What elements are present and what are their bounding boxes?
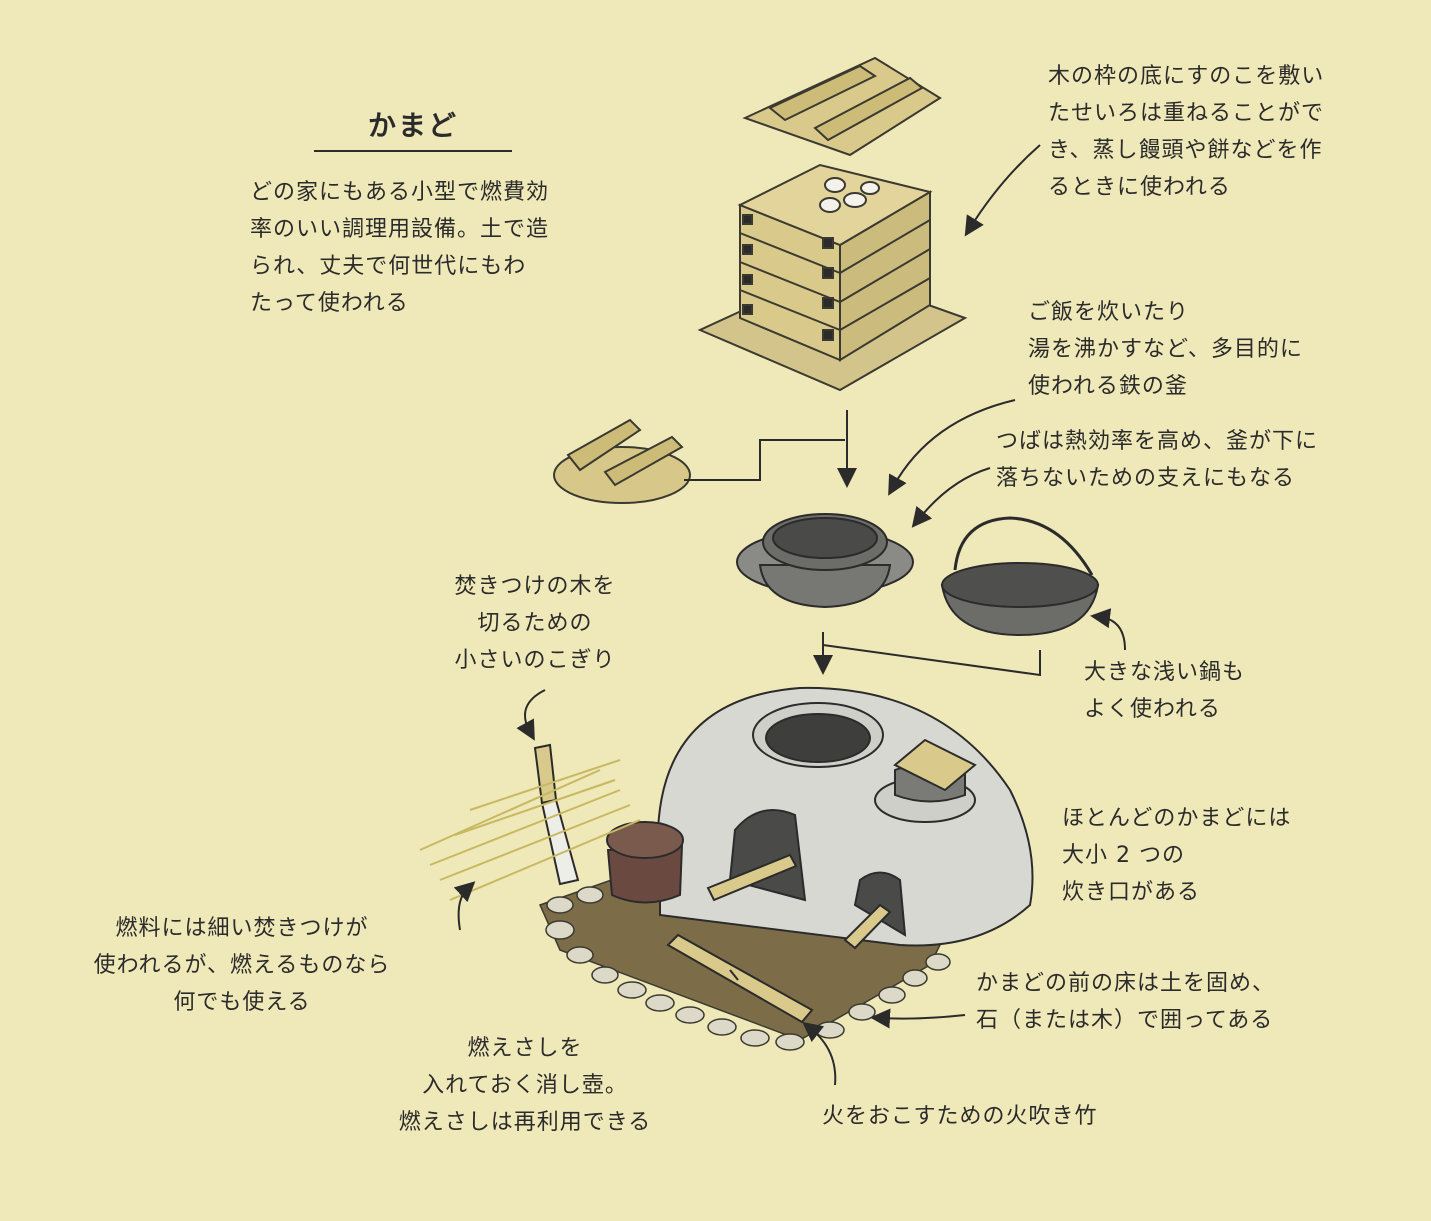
seiro-line: たせいろは重ねることがで bbox=[1048, 101, 1325, 126]
tsuba-line: つばは熱効率を高め、釜が下に bbox=[996, 429, 1319, 454]
saw-line: 切るための bbox=[477, 611, 593, 636]
fuel-annotation: 燃料には細い焚きつけが 使われるが、燃えるものなら 何でも使える bbox=[72, 910, 412, 1021]
floor-line: かまどの前の床は土を固め、 bbox=[976, 971, 1276, 996]
seiro-steamer bbox=[697, 163, 968, 392]
intro-line: られ、丈夫で何世代にもわ bbox=[250, 254, 527, 279]
nabe-line: よく使われる bbox=[1084, 697, 1221, 722]
tsuba-annotation: つばは熱効率を高め、釜が下に 落ちないための支えにもなる bbox=[996, 423, 1318, 497]
seiro-lid bbox=[742, 56, 942, 157]
floor-annotation: かまどの前の床は土を固め、 石（または木）で囲ってある bbox=[976, 965, 1275, 1039]
kama-line: 使われる鉄の釜 bbox=[1028, 374, 1188, 399]
intro-line: たって使われる bbox=[250, 291, 409, 316]
keshitsubo-line: 入れておく消し壺。 bbox=[422, 1073, 628, 1098]
firemouth-line: 炊き口がある bbox=[1062, 880, 1201, 905]
firemouth-line: ほとんどのかまどには bbox=[1062, 806, 1292, 831]
intro-line: 率のいい調理用設備。土で造 bbox=[250, 217, 550, 242]
intro-text: どの家にもある小型で燃費効 率のいい調理用設備。土で造 られ、丈夫で何世代にもわ… bbox=[250, 174, 549, 322]
keshitsubo-line: 燃えさしは再利用できる bbox=[398, 1110, 652, 1135]
saw-annotation: 焚きつけの木を 切るための 小さいのこぎり bbox=[440, 568, 630, 679]
fuel-line: 使われるが、燃えるものなら bbox=[93, 953, 391, 978]
hifukidake-bamboo-tube bbox=[666, 933, 814, 1024]
kama-line: ご飯を炊いたり bbox=[1028, 300, 1190, 325]
keshitsubo-ember-pot bbox=[606, 821, 684, 904]
kama-line: 湯を沸かすなど、多目的に bbox=[1028, 337, 1303, 362]
firewood bbox=[706, 853, 892, 950]
seiro-annotation: 木の枠の底にすのこを敷い たせいろは重ねることがで き、蒸し饅頭や餅などを作 る… bbox=[1048, 58, 1324, 206]
pointer-arrows bbox=[453, 144, 1126, 1086]
fuel-line: 何でも使える bbox=[173, 990, 311, 1015]
intro-line: どの家にもある小型で燃費効 bbox=[250, 180, 550, 205]
fukidake-line: 火をおこすための火吹き竹 bbox=[822, 1104, 1098, 1129]
kama-annotation: ご飯を炊いたり 湯を沸かすなど、多目的に 使われる鉄の釜 bbox=[1028, 294, 1303, 405]
kindling-bundle bbox=[419, 759, 641, 901]
saw-line: 焚きつけの木を bbox=[454, 574, 616, 599]
seiro-line: 木の枠の底にすのこを敷い bbox=[1048, 64, 1325, 89]
seiro-line: き、蒸し饅頭や餅などを作 bbox=[1048, 138, 1323, 163]
keshitsubo-line: 燃えさしを bbox=[467, 1036, 583, 1061]
saw-line: 小さいのこぎり bbox=[454, 648, 616, 673]
nabe-line: 大きな浅い鍋も bbox=[1084, 660, 1246, 685]
fukidake-annotation: 火をおこすための火吹き竹 bbox=[822, 1098, 1098, 1135]
floor-line: 石（または木）で囲ってある bbox=[976, 1008, 1274, 1033]
nabe-annotation: 大きな浅い鍋も よく使われる bbox=[1084, 654, 1245, 728]
connector-lines bbox=[684, 410, 1041, 677]
firemouth-annotation: ほとんどのかまどには 大小 2 つの 炊き口がある bbox=[1062, 800, 1291, 911]
fuel-line: 燃料には細い焚きつけが bbox=[115, 916, 369, 941]
firemouth-line: 大小 2 つの bbox=[1062, 843, 1185, 868]
shallow-nabe-pot bbox=[940, 516, 1100, 637]
tsuba-line: 落ちないための支えにもなる bbox=[996, 466, 1296, 491]
keshitsubo-annotation: 燃えさしを 入れておく消し壺。 燃えさしは再利用できる bbox=[380, 1030, 670, 1141]
kamado-stove-body bbox=[656, 686, 1034, 947]
seiro-line: るときに使われる bbox=[1048, 175, 1231, 200]
iron-kama-pot bbox=[736, 513, 914, 609]
page-title: かまど bbox=[314, 104, 512, 152]
kama-wooden-lid bbox=[553, 418, 691, 504]
